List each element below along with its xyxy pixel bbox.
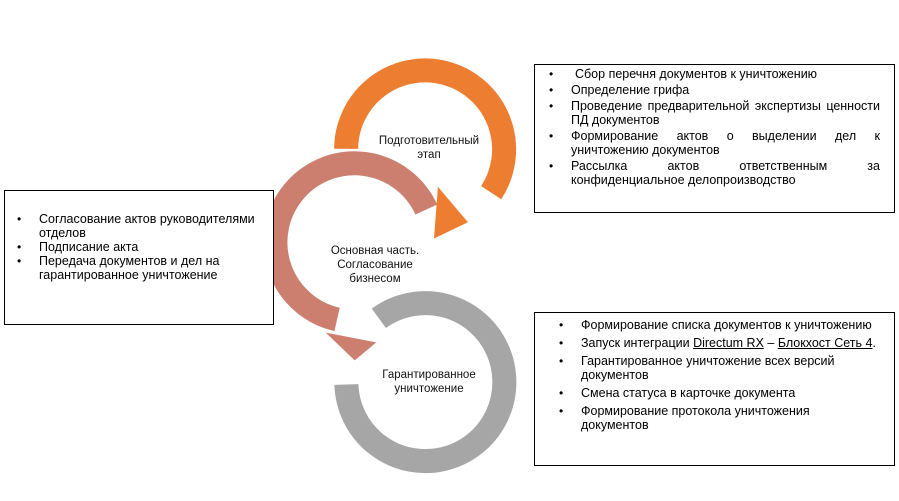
integration-prefix: Запуск интеграции [581, 336, 694, 350]
stage1-label: Подготовительный этап [360, 134, 498, 162]
list-item: Формирование протокола уничтожения докум… [555, 404, 880, 432]
list-item: Согласование актов руководителями отдело… [13, 212, 261, 240]
list-item: Формирование актов о выделении дел к уни… [545, 129, 880, 157]
prep-stage-list: Сбор перечня документов к уничтожению Оп… [545, 67, 880, 187]
main-stage-list: Согласование актов руководителями отдело… [13, 212, 261, 282]
destroy-stage-box: Формирование списка документов к уничтож… [534, 312, 895, 466]
list-item: Рассылка актов ответственным за конфиден… [545, 159, 880, 187]
stage3-label: Гарантированное уничтожение [360, 368, 498, 396]
directum-rx-link[interactable]: Directum RX [693, 336, 764, 350]
stage3-ring [334, 291, 517, 474]
list-item: Смена статуса в карточке документа [555, 386, 880, 400]
blockhost-link[interactable]: Блокхост Сеть 4 [777, 336, 873, 350]
stage3-label-line1: Гарантированное [382, 369, 476, 381]
list-item: Гарантированное уничтожение всех версий … [555, 354, 880, 382]
stage2-label-line2: Согласование [337, 259, 413, 271]
stage1-label-line1: Подготовительный [378, 135, 480, 147]
stage2-label-line3: бизнесом [349, 273, 401, 285]
integration-suffix: . [872, 336, 876, 350]
list-item: Определение грифа [545, 83, 880, 97]
destroy-stage-list: Формирование списка документов к уничтож… [555, 318, 880, 432]
stage2-label-line1: Основная часть. [330, 245, 420, 257]
list-item: Сбор перечня документов к уничтожению [545, 67, 880, 81]
stage3-label-line2: уничтожение [394, 383, 464, 395]
prep-stage-box: Сбор перечня документов к уничтожению Оп… [534, 64, 895, 213]
list-item: Формирование списка документов к уничтож… [555, 318, 880, 332]
stage1-label-line2: этап [417, 149, 441, 161]
list-item: Запуск интеграции Directum RX – Блокхост… [555, 336, 880, 350]
main-stage-box: Согласование актов руководителями отдело… [4, 190, 274, 325]
stage1-arrow [334, 58, 517, 239]
list-item: Проведение предварительной экспертизы це… [545, 99, 880, 127]
list-item: Подписание акта [13, 240, 261, 254]
stage2-arrow [263, 151, 438, 361]
stage2-label: Основная часть. Согласование бизнесом [310, 244, 440, 286]
list-item: Передача документов и дел на гарантирова… [13, 254, 261, 282]
integration-separator: – [763, 336, 778, 350]
